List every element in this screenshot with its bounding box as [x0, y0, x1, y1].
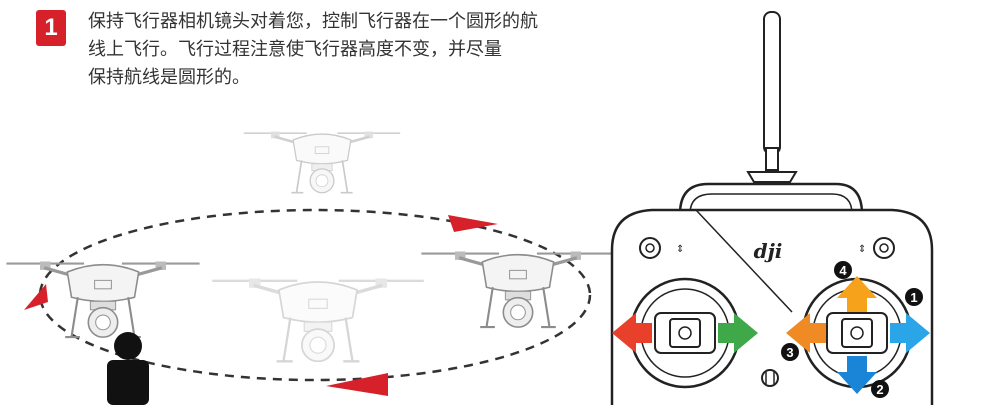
drone-back-top	[242, 130, 402, 194]
right-stick	[801, 277, 913, 389]
svg-text:⇕: ⇕	[676, 244, 684, 255]
drone-back-center	[210, 276, 426, 364]
right-stick-arrow-down	[837, 356, 877, 394]
marker-3: 3	[781, 343, 799, 361]
right-stick-arrow-up	[837, 276, 877, 312]
instruction-line-1: 保持飞行器相机镜头对着您，控制飞行器在一个圆形的航	[88, 11, 538, 32]
instruction-line-3: 保持航线是圆形的。	[88, 67, 250, 88]
direction-arrow-bottom	[326, 373, 388, 396]
drone-right	[419, 249, 617, 329]
right-stick-arrow-left	[786, 313, 826, 353]
remote-controller: ⇕ ⇕ dji	[610, 11, 934, 405]
handle	[678, 182, 864, 215]
person-silhouette	[107, 332, 149, 405]
left-stick-arrow-left	[612, 313, 652, 353]
svg-text:3: 3	[786, 345, 793, 360]
instruction-text: 保持飞行器相机镜头对着您，控制飞行器在一个圆形的航 线上飞行。飞行过程注意使飞行…	[88, 8, 728, 92]
svg-text:2: 2	[876, 382, 883, 397]
direction-arrow-right	[448, 215, 498, 232]
right-stick-arrow-right	[890, 313, 930, 353]
marker-1: 1	[905, 288, 923, 306]
left-stick-arrow-right	[718, 313, 758, 353]
direction-arrow-left	[24, 284, 48, 310]
marker-4: 4	[834, 261, 852, 279]
svg-text:1: 1	[910, 290, 917, 305]
svg-text:⇕: ⇕	[858, 244, 866, 255]
brand-logo: dji	[754, 239, 783, 263]
step-number-badge: 1	[36, 10, 66, 46]
svg-text:4: 4	[839, 263, 847, 278]
instruction-line-2: 线上飞行。飞行过程注意使飞行器高度不变，并尽量	[88, 39, 502, 60]
flight-path	[38, 208, 592, 382]
antenna	[763, 11, 781, 155]
marker-2: 2	[871, 380, 889, 398]
